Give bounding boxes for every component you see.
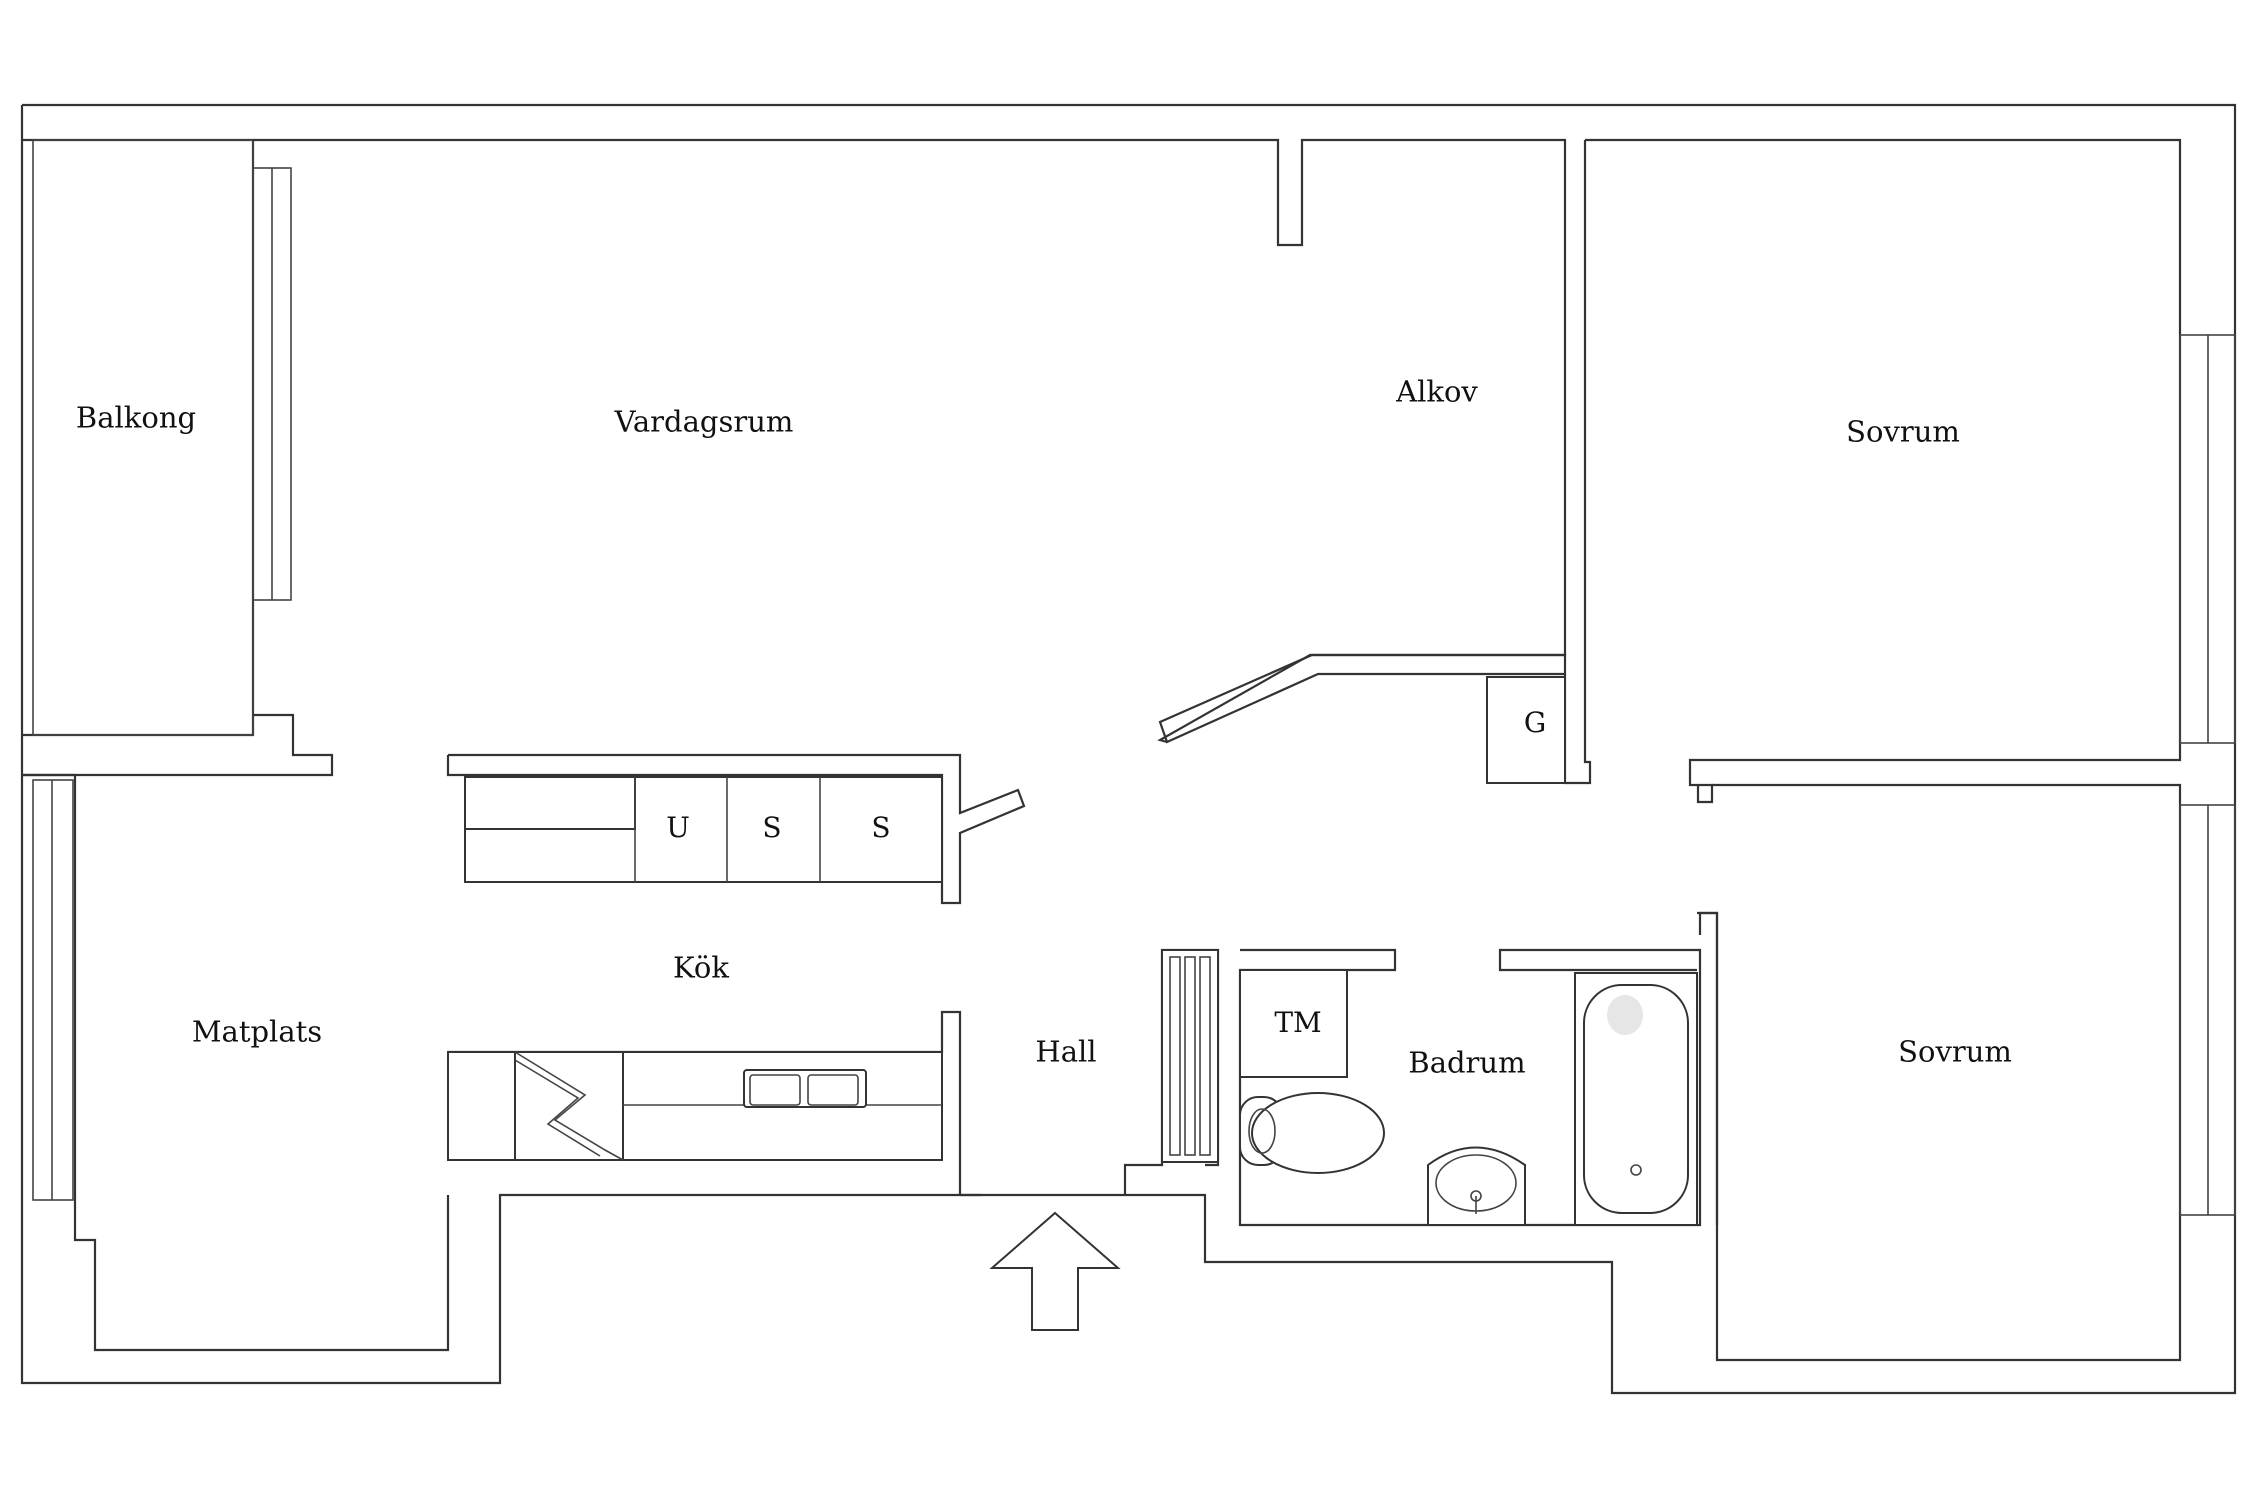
room-label-hall: Hall (1035, 1034, 1097, 1069)
fixture-label-closet-2: S (871, 811, 891, 844)
room-label-balcony: Balkong (75, 400, 197, 435)
kitchen-lower-counter (447, 1010, 962, 1195)
dining-window (32, 779, 74, 1201)
hall-radiator (1161, 949, 1219, 1163)
washer-box (1239, 969, 1348, 1078)
wardrobe-box (1486, 676, 1566, 784)
room-label-kitchen: Kök (673, 950, 729, 985)
fixture-label-washer: TM (1274, 1006, 1322, 1039)
room-label-alcove: Alkov (1396, 374, 1478, 409)
kitchen-upper-counter (446, 753, 1026, 905)
tub-drain-icon (1630, 1164, 1642, 1176)
room-label-living-room: Vardagsrum (614, 404, 794, 439)
sink-icon (743, 1069, 867, 1108)
fixture-label-closet-1: S (762, 811, 782, 844)
entrance-arrow-icon (989, 1211, 1121, 1331)
outer-walls (20, 103, 2237, 1395)
dining-walls (22, 773, 450, 1352)
washbasin-icon (1427, 1146, 1526, 1226)
room-label-bathroom: Badrum (1408, 1045, 1526, 1080)
living-room-walls (22, 138, 1592, 785)
bathtub-icon (1574, 972, 1698, 1226)
toilet-icon (1239, 1092, 1385, 1174)
room-label-bedroom-2: Sovrum (1898, 1034, 2012, 1069)
balcony-outline (22, 138, 293, 737)
fixture-label-wardrobe: G (1523, 706, 1547, 739)
fixture-label-freezer: U (666, 811, 690, 844)
room-label-bedroom-1: Sovrum (1846, 414, 1960, 449)
room-label-dining: Matplats (191, 1014, 323, 1049)
